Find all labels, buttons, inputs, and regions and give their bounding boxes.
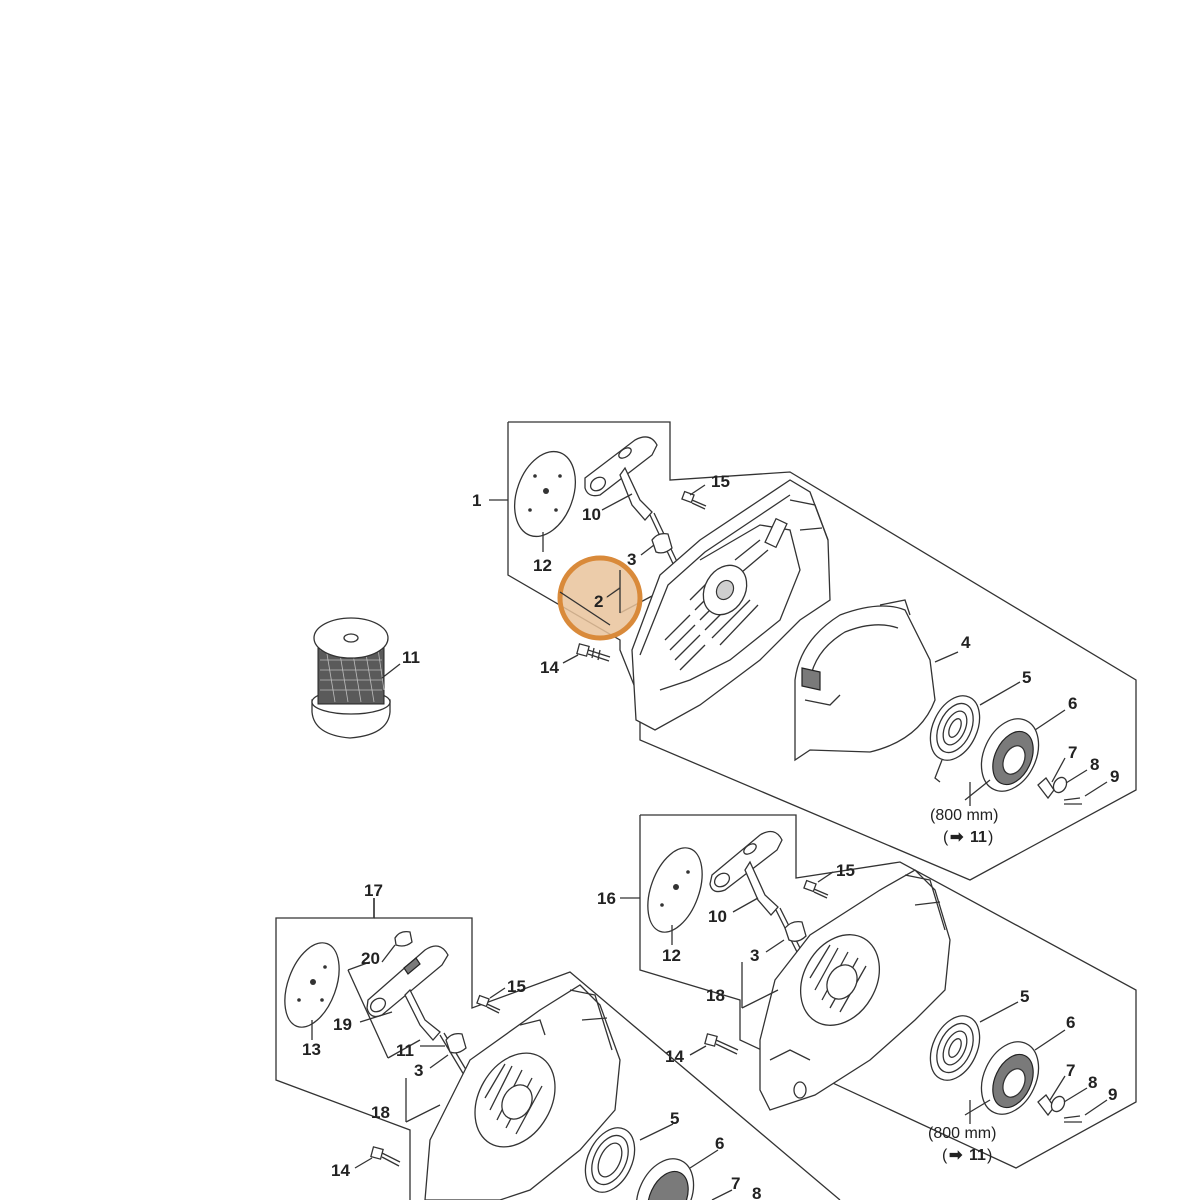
starter-grip-part (709, 830, 811, 971)
callout-5[interactable]: 5 (1020, 987, 1029, 1006)
assembly-c: 17 20 15 19 13 11 3 18 14 5 6 7 8 (275, 881, 841, 1200)
callout-17[interactable]: 17 (364, 881, 383, 900)
callout-7[interactable]: 7 (731, 1174, 740, 1193)
callout-8[interactable]: 8 (752, 1184, 761, 1200)
callout-4[interactable]: 4 (961, 633, 971, 652)
screw-part (681, 490, 707, 510)
callout-3[interactable]: 3 (414, 1061, 423, 1080)
rope-ref-close: ) (987, 1147, 992, 1164)
callout-14[interactable]: 14 (665, 1047, 684, 1066)
callout-6[interactable]: 6 (1066, 1013, 1075, 1032)
rewind-spring-part (929, 1015, 981, 1081)
callout-11[interactable]: 11 (396, 1041, 414, 1060)
screw-part (803, 879, 829, 899)
fan-housing-part (424, 984, 621, 1200)
callout-9[interactable]: 9 (1110, 767, 1119, 786)
callout-12[interactable]: 12 (662, 946, 681, 965)
cap-part (394, 930, 413, 947)
callout-15[interactable]: 15 (836, 861, 855, 880)
rope-rotor-part (635, 1158, 695, 1200)
washer-part (1050, 1095, 1066, 1113)
rope-spool-part: 11 (311, 617, 420, 739)
callout-16[interactable]: 16 (597, 889, 616, 908)
assembly-b: 16 10 15 12 3 18 14 5 6 7 8 9 (800 mm) (… (597, 814, 1137, 1169)
callout-10[interactable]: 10 (708, 907, 727, 926)
rope-length-note: (800 mm) (928, 1125, 996, 1142)
spring-clip-part (1063, 1115, 1082, 1123)
callout-10[interactable]: 10 (582, 505, 601, 524)
callout-6[interactable]: 6 (715, 1134, 724, 1153)
rope-ref-close: ) (988, 829, 993, 846)
screw-part (370, 1146, 401, 1167)
pawl-part (1037, 777, 1055, 800)
rope-guide-bushing-part (445, 1032, 467, 1054)
callout-2[interactable]: 2 (594, 592, 603, 611)
callout-5[interactable]: 5 (1022, 668, 1031, 687)
callout-3[interactable]: 3 (627, 550, 636, 569)
rewind-spring-part (584, 1127, 636, 1193)
callout-6[interactable]: 6 (1068, 694, 1077, 713)
callout-20[interactable]: 20 (361, 949, 380, 968)
starter-grip-part (366, 945, 475, 1086)
rope-ref-number[interactable]: 11 (970, 829, 987, 846)
assembly-c-frame (275, 898, 411, 1200)
fan-housing-part (631, 479, 831, 731)
callout-1[interactable]: 1 (472, 491, 481, 510)
callout-5[interactable]: 5 (670, 1109, 679, 1128)
callout-8[interactable]: 8 (1088, 1073, 1097, 1092)
screw-part (476, 994, 501, 1014)
callout-8[interactable]: 8 (1090, 755, 1099, 774)
rope-ref-open: ( (943, 829, 949, 846)
cover-plate-part (284, 942, 340, 1028)
callout-7[interactable]: 7 (1068, 743, 1077, 762)
assembly-b-frame (639, 814, 1137, 1169)
fan-housing-part (759, 869, 951, 1111)
callout-14[interactable]: 14 (540, 658, 559, 677)
rope-guide-bushing-part (651, 532, 673, 554)
callout-15[interactable]: 15 (711, 472, 730, 491)
callout-18[interactable]: 18 (371, 1103, 390, 1122)
assembly-a: 1 12 10 3 15 2 14 4 5 6 7 8 9 (800 mm) (… (472, 421, 1137, 881)
screw-part (576, 643, 611, 662)
rope-ref-number[interactable]: 11 (969, 1147, 986, 1164)
callout-3[interactable]: 3 (750, 946, 759, 965)
shroud-part (794, 599, 936, 762)
callout-14[interactable]: 14 (331, 1161, 350, 1180)
callout-12[interactable]: 12 (533, 556, 552, 575)
rope-guide-bushing-part (784, 920, 807, 942)
callout-19[interactable]: 19 (333, 1015, 352, 1034)
spring-clip-part (1063, 797, 1082, 805)
rope-ref-arrow: ➡ (949, 1147, 963, 1164)
callout-7[interactable]: 7 (1066, 1061, 1075, 1080)
rewind-spring-part (929, 695, 981, 783)
rope-rotor-part (964, 1041, 1040, 1116)
rope-ref-arrow: ➡ (950, 829, 964, 846)
washer-part (1052, 776, 1068, 794)
rope-rotor-part (964, 718, 1040, 801)
cover-plate-part (647, 847, 703, 933)
rope-length-note: (800 mm) (930, 807, 998, 824)
screw-part (704, 1033, 739, 1055)
callout-9[interactable]: 9 (1108, 1085, 1117, 1104)
rope-ref-open: ( (942, 1147, 948, 1164)
callout-18[interactable]: 18 (706, 986, 725, 1005)
callout-11-spool[interactable]: 11 (402, 648, 420, 667)
callout-13[interactable]: 13 (302, 1040, 321, 1059)
callout-15[interactable]: 15 (507, 977, 526, 996)
cover-plate-part (514, 450, 576, 538)
assembly-a-frame (507, 421, 1137, 881)
